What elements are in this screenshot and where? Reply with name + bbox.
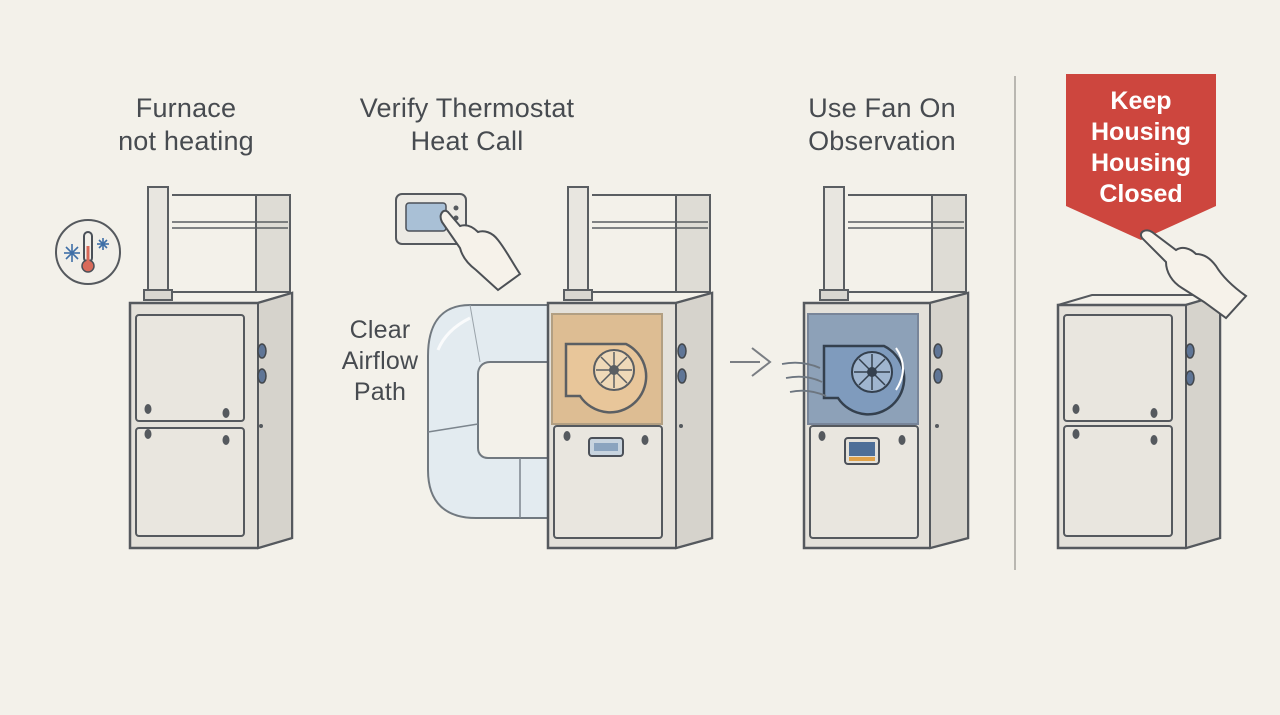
airflow-path-label: Clear Airflow Path [330, 315, 430, 408]
step2-line2: Heat Call [410, 126, 524, 156]
airflow-line1: Clear [349, 316, 411, 344]
airflow-motion-lines [781, 361, 827, 397]
furnace-step1 [128, 186, 294, 550]
step1-line1: Furnace [135, 93, 237, 123]
furnace-step3 [781, 186, 970, 550]
furnace-step2 [546, 186, 714, 550]
warning-line4: Closed [1099, 180, 1183, 208]
blower-fan-icon-orange [564, 342, 648, 414]
step2-line1: Verify Thermostat [359, 93, 575, 123]
step-label-verify-thermostat: Verify Thermostat Heat Call [342, 92, 592, 158]
step3-line2: Observation [808, 126, 956, 156]
airflow-line2: Airflow [341, 347, 419, 375]
step-label-use-fan-on: Use Fan On Observation [792, 92, 972, 158]
furnace-closed [1056, 293, 1222, 550]
warning-banner [1066, 74, 1216, 240]
step3-line1: Use Fan On [808, 93, 956, 123]
step1-line2: not heating [118, 126, 254, 156]
next-step-arrow [730, 347, 772, 377]
warning-banner-text: Keep Housing Housing Closed [1066, 86, 1216, 210]
airflow-line3: Path [353, 378, 407, 406]
hand-pointing-icon [1140, 229, 1248, 320]
warning-line3: Housing [1091, 149, 1191, 177]
cold-thermometer-icon [55, 219, 121, 285]
hand-pressing-icon [439, 209, 522, 292]
step-label-furnace-not-heating: Furnace not heating [86, 92, 286, 158]
warning-line2: Housing [1091, 118, 1191, 146]
airflow-duct [427, 304, 549, 519]
warning-line1: Keep [1110, 87, 1172, 115]
blower-fan-icon [822, 344, 906, 416]
